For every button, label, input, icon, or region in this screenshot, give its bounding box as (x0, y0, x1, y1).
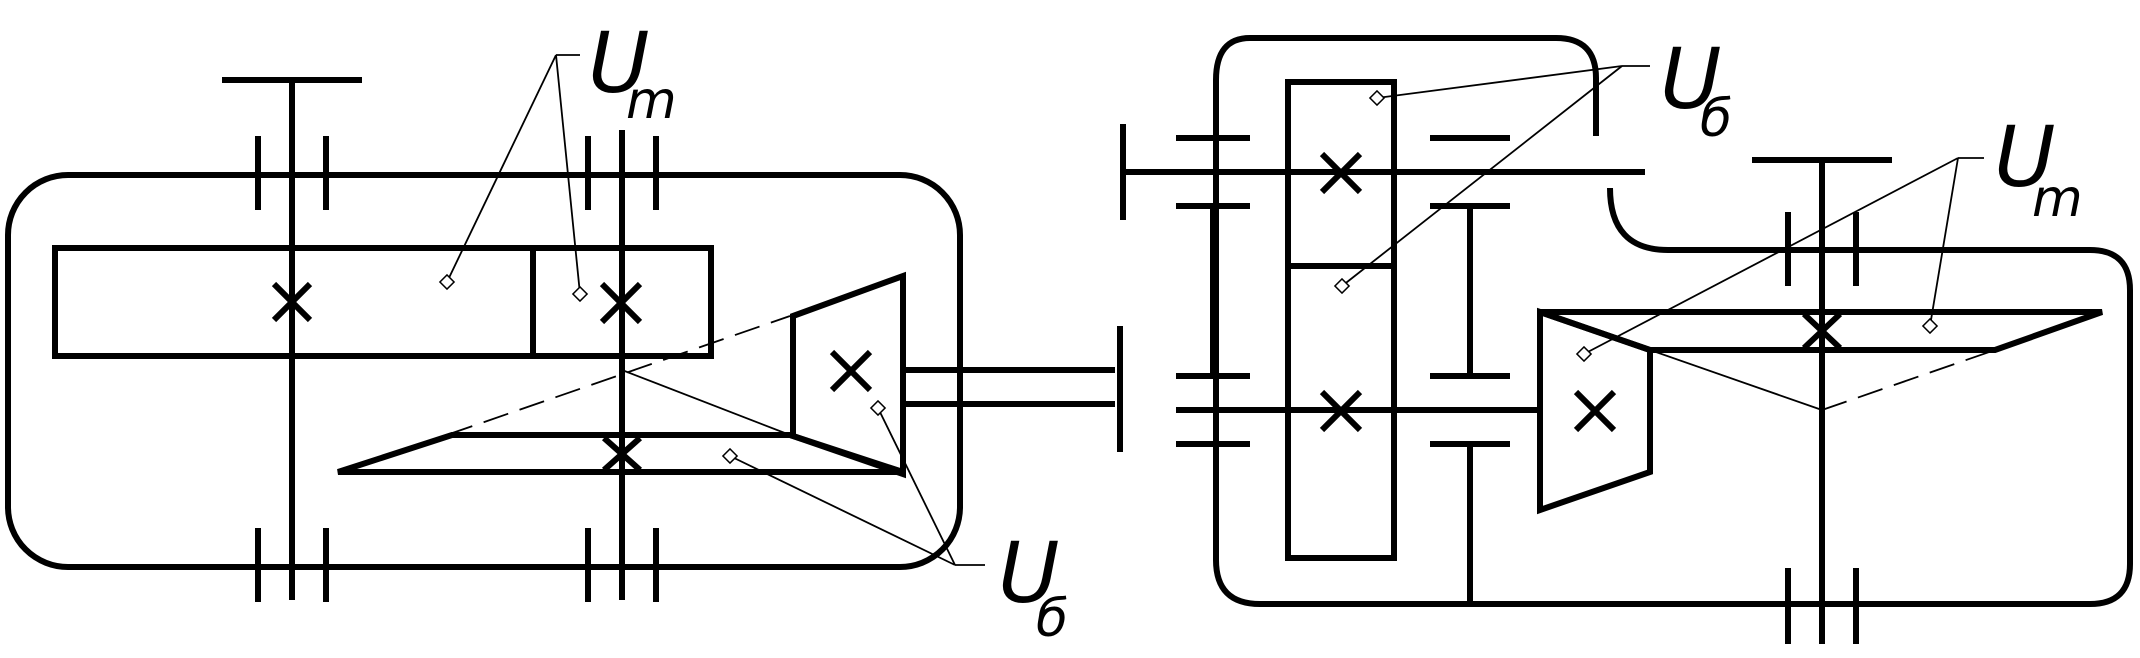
left-label-ub-sub: б (1036, 589, 1068, 649)
right-leader-ub-1 (1376, 65, 1623, 99)
left-bevel-cross (602, 435, 642, 473)
right-label-um-sub: m (2032, 169, 2083, 229)
right-bevel-pinion (1537, 307, 1653, 515)
left-gearbox-scheme: U m U б (5, 14, 1123, 649)
left-gear-cross-2 (599, 281, 643, 325)
right-gear-cross-2 (1319, 389, 1363, 433)
left-marker-1 (438, 273, 456, 291)
right-leader-um-2 (1929, 157, 1959, 327)
left-housing (5, 172, 963, 570)
right-marker-2 (1333, 277, 1351, 295)
left-leader-um-2 (555, 54, 581, 295)
right-construction-dash (1821, 349, 1996, 411)
right-label-ub: U (1660, 30, 1721, 128)
left-leader-ub-2 (877, 407, 956, 566)
right-leader-ub-2 (1341, 65, 1623, 287)
right-label-ub-sub: б (1700, 89, 1732, 149)
left-small-gear (530, 245, 714, 359)
right-label-um: U (1994, 108, 2055, 206)
left-construction-dash (339, 315, 791, 473)
left-leader-um-1 (446, 54, 557, 283)
right-construction-line (1649, 349, 1823, 411)
left-label-ub: U (998, 524, 1059, 622)
right-housing (1213, 35, 2133, 607)
right-gear-lower (1285, 263, 1397, 561)
right-marker-1 (1368, 89, 1386, 107)
right-marker-4 (1921, 317, 1939, 335)
left-label-um-sub: m (626, 71, 677, 131)
right-marker-3 (1575, 345, 1593, 363)
left-gear-cross-1 (271, 281, 313, 323)
left-leader-ub-1 (729, 455, 956, 566)
left-marker-2 (571, 285, 589, 303)
right-gearbox-scheme: U б U m (1120, 30, 2133, 644)
left-label-um: U (588, 14, 649, 112)
right-pinion-cross (1573, 389, 1617, 433)
left-pinion-cross (829, 349, 873, 393)
right-bevel-cross (1801, 311, 1843, 351)
left-bevel-pinion (790, 271, 906, 479)
left-marker-4 (721, 447, 739, 465)
right-leader-um-1 (1583, 157, 1959, 355)
left-marker-3 (869, 399, 887, 417)
right-gear-cross-1 (1319, 151, 1363, 195)
left-construction-line (621, 369, 791, 436)
